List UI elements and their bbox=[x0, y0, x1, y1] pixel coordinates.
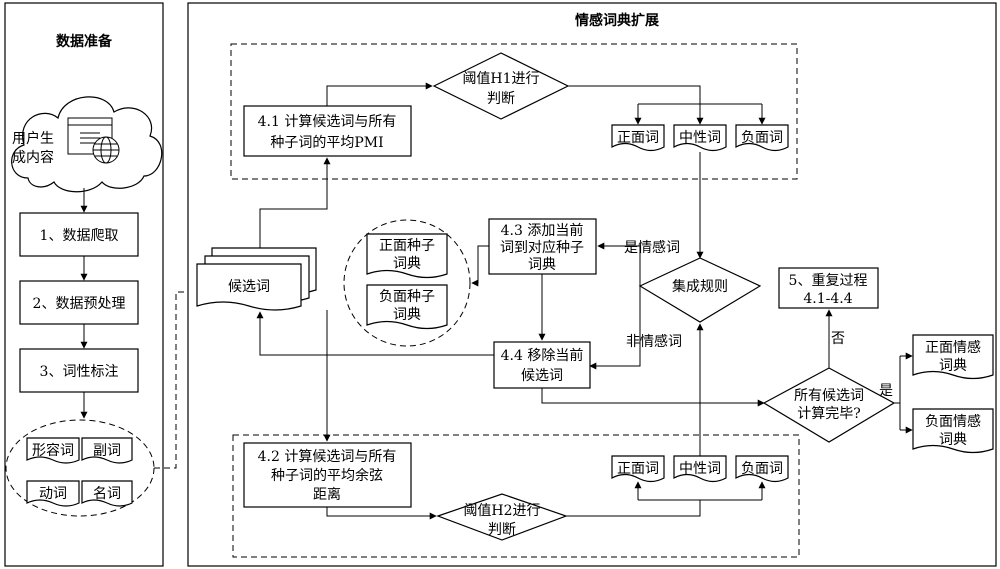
globe-icon bbox=[92, 136, 120, 164]
svg-text:4.1 计算候选词与所有: 4.1 计算候选词与所有 bbox=[258, 114, 397, 130]
svg-text:词到对应种子: 词到对应种子 bbox=[500, 239, 584, 256]
svg-text:种子词的平均余弦: 种子词的平均余弦 bbox=[271, 467, 383, 484]
positive-sentiment-dict-doc: 正面情感 词典 bbox=[912, 334, 994, 380]
svg-text:计算完毕?: 计算完毕? bbox=[797, 406, 861, 422]
positive-seed-dict-doc: 正面种子 词典 bbox=[366, 233, 448, 279]
step-crawl-box: 1、数据爬取 bbox=[19, 212, 139, 257]
cloud-label-line1: 用户生 bbox=[12, 130, 54, 147]
svg-text:词典: 词典 bbox=[528, 257, 556, 273]
no-label: 否 bbox=[831, 331, 845, 347]
bottom-positive-word-doc: 正面词 bbox=[611, 455, 665, 483]
seed-dictionary-circle: 正面种子 词典 负面种子 词典 bbox=[343, 219, 471, 347]
candidate-words-doc: 候选词 bbox=[196, 247, 317, 311]
data-prep-title: 数据准备 bbox=[56, 33, 113, 50]
step-pos-tag-box: 3、词性标注 bbox=[19, 348, 139, 393]
svg-text:5、重复过程: 5、重复过程 bbox=[789, 272, 868, 289]
top-neutral-word-doc: 中性词 bbox=[673, 124, 727, 152]
cosine-region bbox=[232, 434, 800, 558]
svg-text:阈值H1进行: 阈值H1进行 bbox=[462, 71, 539, 87]
top-positive-word-doc: 正面词 bbox=[611, 124, 665, 152]
svg-text:形容词: 形容词 bbox=[32, 442, 74, 459]
negative-sentiment-dict-doc: 负面情感 词典 bbox=[912, 408, 994, 454]
pmi-region bbox=[230, 43, 798, 180]
svg-text:动词: 动词 bbox=[39, 486, 67, 502]
svg-text:负面词: 负面词 bbox=[741, 461, 783, 477]
pos-ellipse: 形容词 副词 动词 名词 bbox=[5, 419, 155, 517]
is-sentiment-label: 是情感词 bbox=[624, 239, 680, 256]
yes-label: 是 bbox=[879, 383, 893, 399]
svg-text:4.2 计算候选词与所有: 4.2 计算候选词与所有 bbox=[258, 449, 397, 465]
svg-text:中性词: 中性词 bbox=[679, 130, 721, 146]
svg-text:候选词: 候选词 bbox=[521, 368, 563, 384]
integration-rule-diamond: 集成规则 bbox=[638, 257, 762, 323]
svg-text:词典: 词典 bbox=[939, 358, 967, 374]
svg-text:阈值H2进行: 阈值H2进行 bbox=[463, 503, 540, 519]
box-4-2-cosine: 4.2 计算候选词与所有 种子词的平均余弦 距离 bbox=[243, 442, 412, 508]
svg-text:判断: 判断 bbox=[488, 522, 516, 538]
svg-text:距离: 距离 bbox=[313, 486, 341, 503]
svg-text:正面词: 正面词 bbox=[617, 461, 659, 477]
svg-text:候选词: 候选词 bbox=[228, 279, 270, 295]
bottom-negative-word-doc: 负面词 bbox=[735, 455, 789, 483]
box-4-4-remove-candidate: 4.4 移除当前 候选词 bbox=[493, 341, 591, 389]
svg-text:词典: 词典 bbox=[393, 307, 421, 323]
doc-adjective: 形容词 bbox=[26, 437, 80, 464]
all-done-diamond: 所有候选词 计算完毕? bbox=[762, 367, 896, 443]
svg-text:4.4 移除当前: 4.4 移除当前 bbox=[501, 347, 584, 364]
bottom-neutral-word-doc: 中性词 bbox=[673, 455, 727, 483]
step-preprocess-box: 2、数据预处理 bbox=[19, 280, 139, 325]
svg-text:3、词性标注: 3、词性标注 bbox=[40, 364, 119, 380]
user-content-cloud: 用户生 成内容 bbox=[11, 96, 163, 193]
svg-text:4.3 添加当前: 4.3 添加当前 bbox=[501, 222, 584, 239]
svg-text:正面情感: 正面情感 bbox=[925, 339, 981, 356]
svg-text:正面词: 正面词 bbox=[617, 130, 659, 146]
svg-text:1、数据爬取: 1、数据爬取 bbox=[40, 228, 119, 244]
doc-noun: 名词 bbox=[81, 480, 133, 507]
svg-text:名词: 名词 bbox=[93, 486, 121, 502]
svg-text:负面种子: 负面种子 bbox=[379, 289, 435, 305]
svg-text:负面情感: 负面情感 bbox=[925, 413, 981, 430]
expansion-title: 情感词典扩展 bbox=[575, 12, 659, 29]
box-5-repeat: 5、重复过程 4.1-4.4 bbox=[778, 267, 879, 309]
svg-text:4.1-4.4: 4.1-4.4 bbox=[803, 291, 852, 307]
svg-text:负面词: 负面词 bbox=[741, 130, 783, 146]
svg-text:2、数据预处理: 2、数据预处理 bbox=[33, 296, 126, 312]
svg-text:正面种子: 正面种子 bbox=[379, 238, 435, 254]
threshold-h1-diamond: 阈值H1进行 判断 bbox=[432, 52, 570, 120]
box-4-3-add-to-seed: 4.3 添加当前 词到对应种子 词典 bbox=[488, 218, 597, 275]
doc-verb: 动词 bbox=[26, 480, 80, 507]
threshold-h2-diamond: 阈值H2进行 判断 bbox=[436, 493, 568, 541]
doc-adverb: 副词 bbox=[81, 437, 133, 464]
box-4-1-pmi: 4.1 计算候选词与所有 种子词的平均PMI bbox=[243, 105, 412, 157]
svg-text:种子词的平均PMI: 种子词的平均PMI bbox=[270, 135, 383, 151]
svg-text:副词: 副词 bbox=[93, 443, 121, 459]
not-sentiment-label: 非情感词 bbox=[626, 333, 682, 350]
svg-text:词典: 词典 bbox=[393, 256, 421, 272]
svg-text:所有候选词: 所有候选词 bbox=[794, 388, 864, 404]
svg-text:中性词: 中性词 bbox=[679, 461, 721, 477]
negative-seed-dict-doc: 负面种子 词典 bbox=[366, 284, 448, 330]
top-negative-word-doc: 负面词 bbox=[735, 124, 789, 152]
svg-text:判断: 判断 bbox=[487, 91, 515, 107]
svg-text:词典: 词典 bbox=[939, 432, 967, 448]
cloud-label-line2: 成内容 bbox=[12, 149, 54, 166]
svg-text:集成规则: 集成规则 bbox=[672, 278, 728, 295]
